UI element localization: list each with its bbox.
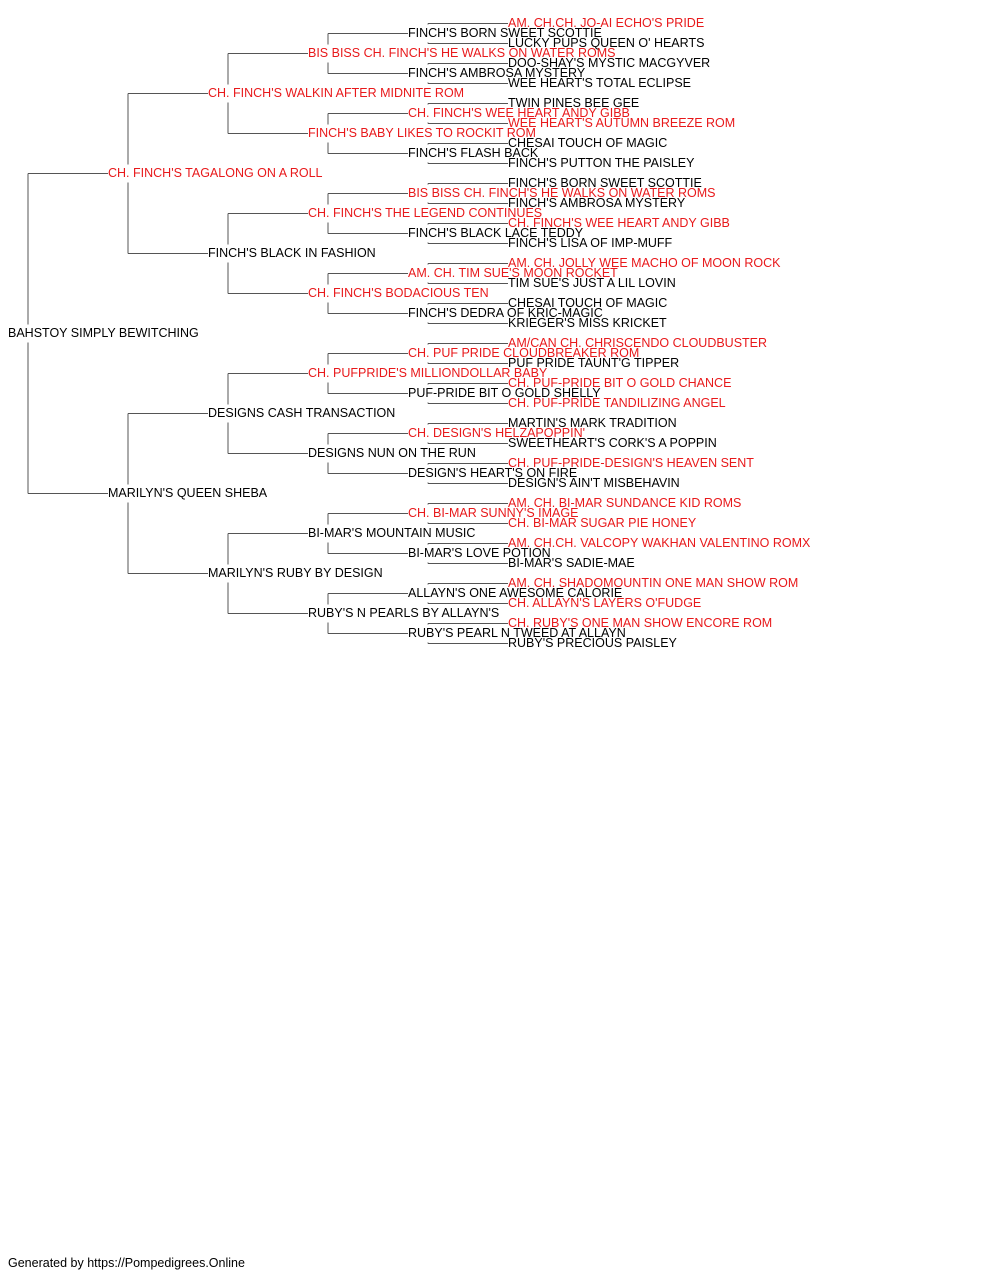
great-great-grandparent-name: BI-MAR'S LOVE POTION bbox=[408, 546, 551, 560]
great-great-grandparent-name: CH. FINCH'S WEE HEART ANDY GIBB bbox=[408, 106, 630, 120]
grandparent-name: DESIGNS CASH TRANSACTION bbox=[208, 406, 395, 420]
great-grandparent-name: CH. PUFPRIDE'S MILLIONDOLLAR BABY bbox=[308, 366, 548, 380]
subject-name: BAHSTOY SIMPLY BEWITCHING bbox=[8, 326, 199, 340]
ancestor-gen5-name: AM. CH. JOLLY WEE MACHO OF MOON ROCK bbox=[508, 256, 781, 270]
great-great-grandparent-name: FINCH'S FLASH BACK bbox=[408, 146, 539, 160]
ancestor-gen5-name: SWEETHEART'S CORK'S A POPPIN bbox=[508, 436, 717, 450]
great-great-grandparent-name: AM. CH. TIM SUE'S MOON ROCKET bbox=[408, 266, 618, 280]
ancestor-gen5-name: WEE HEART'S TOTAL ECLIPSE bbox=[508, 76, 691, 90]
great-great-grandparent-name: RUBY'S PEARL N TWEED AT ALLAYN bbox=[408, 626, 626, 640]
ancestor-gen5-name: TIM SUE'S JUST A LIL LOVIN bbox=[508, 276, 676, 290]
ancestor-gen5-name: AM. CH. SHADOMOUNTIN ONE MAN SHOW ROM bbox=[508, 576, 798, 590]
great-great-grandparent-name: PUF-PRIDE BIT O GOLD SHELLY bbox=[408, 386, 601, 400]
ancestor-gen5-name: CH. BI-MAR SUGAR PIE HONEY bbox=[508, 516, 697, 530]
ancestor-gen5-name: CH. PUF-PRIDE TANDILIZING ANGEL bbox=[508, 396, 726, 410]
grandparent-name: FINCH'S BLACK IN FASHION bbox=[208, 246, 376, 260]
ancestor-gen5-name: FINCH'S LISA OF IMP-MUFF bbox=[508, 236, 673, 250]
ancestor-gen5-name: PUF PRIDE TAUNT'G TIPPER bbox=[508, 356, 679, 370]
ancestor-gen5-name: FINCH'S AMBROSA MYSTERY bbox=[508, 196, 686, 210]
great-grandparent-name: CH. FINCH'S BODACIOUS TEN bbox=[308, 286, 489, 300]
ancestor-gen5-name: MARTIN'S MARK TRADITION bbox=[508, 416, 677, 430]
ancestor-gen5-name: CH. PUF-PRIDE-DESIGN'S HEAVEN SENT bbox=[508, 456, 754, 470]
ancestor-gen5-name: KRIEGER'S MISS KRICKET bbox=[508, 316, 667, 330]
great-great-grandparent-name: FINCH'S BLACK LACE TEDDY bbox=[408, 226, 584, 240]
parent-name: CH. FINCH'S TAGALONG ON A ROLL bbox=[108, 166, 323, 180]
ancestor-gen5-name: WEE HEART'S AUTUMN BREEZE ROM bbox=[508, 116, 735, 130]
great-grandparent-name: FINCH'S BABY LIKES TO ROCKIT ROM bbox=[308, 126, 536, 140]
great-great-grandparent-name: FINCH'S BORN SWEET SCOTTIE bbox=[408, 26, 602, 40]
parent-name: MARILYN'S QUEEN SHEBA bbox=[108, 486, 268, 500]
ancestor-gen5-name: DESIGN'S AIN'T MISBEHAVIN bbox=[508, 476, 680, 490]
ancestor-gen5-name: CHESAI TOUCH OF MAGIC bbox=[508, 136, 667, 150]
ancestor-gen5-name: CH. PUF-PRIDE BIT O GOLD CHANCE bbox=[508, 376, 731, 390]
ancestor-gen5-name: AM/CAN CH. CHRISCENDO CLOUDBUSTER bbox=[508, 336, 767, 350]
great-great-grandparent-name: ALLAYN'S ONE AWESOME CALORIE bbox=[408, 586, 622, 600]
ancestor-gen5-name: FINCH'S PUTTON THE PAISLEY bbox=[508, 156, 695, 170]
ancestor-gen5-name: TWIN PINES BEE GEE bbox=[508, 96, 639, 110]
great-great-grandparent-name: CH. BI-MAR SUNNY'S IMAGE bbox=[408, 506, 578, 520]
great-grandparent-name: BIS BISS CH. FINCH'S HE WALKS ON WATER R… bbox=[308, 46, 616, 60]
ancestor-gen5-name: CHESAI TOUCH OF MAGIC bbox=[508, 296, 667, 310]
ancestor-gen5-name: CH. ALLAYN'S LAYERS O'FUDGE bbox=[508, 596, 701, 610]
ancestor-gen5-name: AM. CH.CH. JO-AI ECHO'S PRIDE bbox=[508, 16, 704, 30]
ancestor-gen5-name: CH. FINCH'S WEE HEART ANDY GIBB bbox=[508, 216, 730, 230]
great-grandparent-name: CH. FINCH'S THE LEGEND CONTINUES bbox=[308, 206, 542, 220]
grandparent-name: CH. FINCH'S WALKIN AFTER MIDNITE ROM bbox=[208, 86, 464, 100]
ancestor-gen5-name: DOO-SHAY'S MYSTIC MACGYVER bbox=[508, 56, 710, 70]
ancestor-gen5-name: RUBY'S PRECIOUS PAISLEY bbox=[508, 636, 678, 650]
ancestor-gen5-name: CH. RUBY'S ONE MAN SHOW ENCORE ROM bbox=[508, 616, 772, 630]
great-great-grandparent-name: CH. DESIGN'S HELZAPOPPIN' bbox=[408, 426, 585, 440]
great-great-grandparent-name: FINCH'S DEDRA OF KRIC-MAGIC bbox=[408, 306, 603, 320]
great-great-grandparent-name: BIS BISS CH. FINCH'S HE WALKS ON WATER R… bbox=[408, 186, 716, 200]
grandparent-name: MARILYN'S RUBY BY DESIGN bbox=[208, 566, 383, 580]
great-grandparent-name: DESIGNS NUN ON THE RUN bbox=[308, 446, 476, 460]
great-great-grandparent-name: DESIGN'S HEART'S ON FIRE bbox=[408, 466, 577, 480]
great-great-grandparent-name: FINCH'S AMBROSA MYSTERY bbox=[408, 66, 586, 80]
generated-by-footer: Generated by https://Pompedigrees.Online bbox=[8, 1256, 245, 1270]
ancestor-gen5-name: LUCKY PUPS QUEEN O' HEARTS bbox=[508, 36, 704, 50]
ancestor-gen5-name: FINCH'S BORN SWEET SCOTTIE bbox=[508, 176, 702, 190]
ancestor-gen5-name: BI-MAR'S SADIE-MAE bbox=[508, 556, 635, 570]
great-great-grandparent-name: CH. PUF PRIDE CLOUDBREAKER ROM bbox=[408, 346, 639, 360]
great-grandparent-name: RUBY'S N PEARLS BY ALLAYN'S bbox=[308, 606, 499, 620]
ancestor-gen5-name: AM. CH.CH. VALCOPY WAKHAN VALENTINO ROMX bbox=[508, 536, 811, 550]
ancestor-gen5-name: AM. CH. BI-MAR SUNDANCE KID ROMS bbox=[508, 496, 741, 510]
great-grandparent-name: BI-MAR'S MOUNTAIN MUSIC bbox=[308, 526, 475, 540]
